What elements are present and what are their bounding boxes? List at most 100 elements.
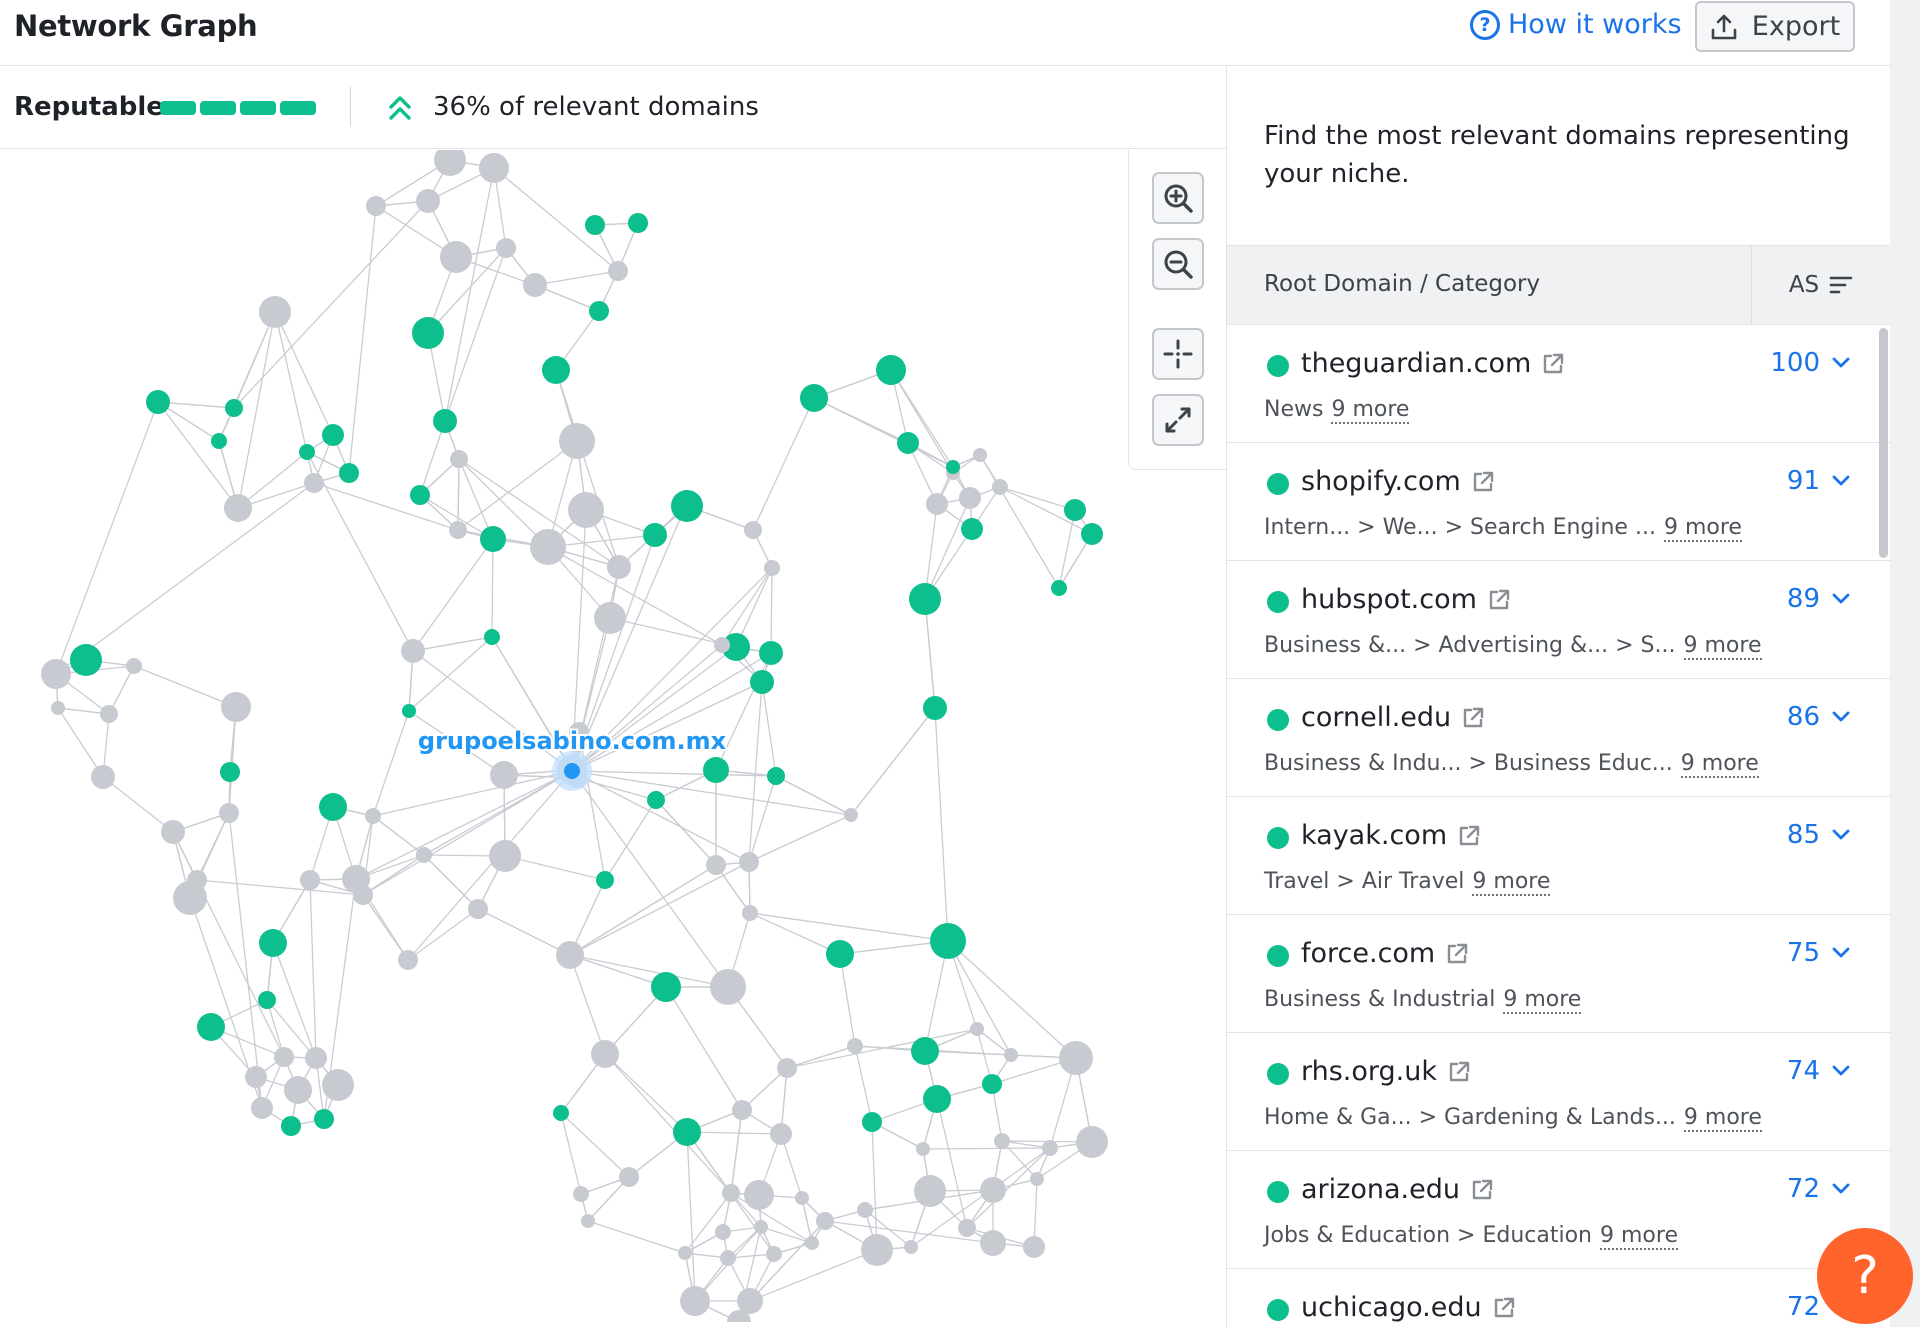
domain-node[interactable] <box>245 1066 267 1088</box>
domain-node[interactable] <box>766 1246 782 1262</box>
domain-node[interactable] <box>51 701 65 715</box>
relevant-domain-node[interactable] <box>703 757 729 783</box>
domain-node[interactable] <box>992 479 1008 495</box>
domain-node[interactable] <box>861 1234 893 1266</box>
chevron-down-icon[interactable] <box>1832 947 1850 959</box>
external-link-icon[interactable] <box>1447 1060 1471 1084</box>
relevant-domain-node[interactable] <box>585 215 605 235</box>
domain-node[interactable] <box>1076 1126 1108 1158</box>
domain-node[interactable] <box>434 150 466 176</box>
domain-node[interactable] <box>450 450 468 468</box>
domain-node[interactable] <box>489 840 521 872</box>
relevant-domain-node[interactable] <box>923 696 947 720</box>
domain-node[interactable] <box>926 493 948 515</box>
domain-node[interactable] <box>744 1180 774 1210</box>
domain-node[interactable] <box>680 1286 710 1316</box>
domain-node[interactable] <box>737 1288 763 1314</box>
domain-node[interactable] <box>251 1097 273 1119</box>
relevant-domain-node[interactable] <box>70 644 102 676</box>
relevant-domain-node[interactable] <box>767 767 785 785</box>
domain-node[interactable] <box>304 473 324 493</box>
relevant-domain-node[interactable] <box>1051 580 1067 596</box>
relevant-domain-node[interactable] <box>750 670 774 694</box>
center-domain-node[interactable] <box>564 763 580 779</box>
domain-node[interactable] <box>777 1058 797 1078</box>
domain-node[interactable] <box>219 803 239 823</box>
domain-node[interactable] <box>173 881 207 915</box>
relevant-domain-node[interactable] <box>876 355 906 385</box>
relevant-domain-node[interactable] <box>946 460 960 474</box>
domain-node[interactable] <box>619 1167 639 1187</box>
domain-node[interactable] <box>401 639 425 663</box>
relevant-domain-node[interactable] <box>225 399 243 417</box>
domain-node[interactable] <box>581 1214 595 1228</box>
relevant-domain-node[interactable] <box>1064 499 1086 521</box>
domain-node[interactable] <box>468 899 488 919</box>
domain-node[interactable] <box>904 1240 918 1254</box>
domain-link[interactable]: cornell.edu <box>1301 702 1485 733</box>
as-score[interactable]: 86 <box>1787 702 1850 732</box>
relevant-domain-node[interactable] <box>643 523 667 547</box>
external-link-icon[interactable] <box>1487 588 1511 612</box>
domain-node[interactable] <box>523 273 547 297</box>
network-graph[interactable]: grupoelsabino.com.mx <box>0 150 1226 1322</box>
domain-node[interactable] <box>994 1133 1010 1149</box>
domain-node[interactable] <box>305 1047 327 1069</box>
external-link-icon[interactable] <box>1541 352 1565 376</box>
relevant-domain-node[interactable] <box>402 704 416 718</box>
domain-node[interactable] <box>322 1069 354 1101</box>
domain-node[interactable] <box>416 189 440 213</box>
relevant-domain-node[interactable] <box>433 409 457 433</box>
relevant-domain-node[interactable] <box>542 356 570 384</box>
relevant-domain-node[interactable] <box>553 1105 569 1121</box>
as-score[interactable]: 91 <box>1787 466 1850 496</box>
domain-link[interactable]: shopify.com <box>1301 466 1495 497</box>
domain-node[interactable] <box>479 153 509 183</box>
domain-link[interactable]: kayak.com <box>1301 820 1481 851</box>
chevron-down-icon[interactable] <box>1832 1183 1850 1195</box>
domain-node[interactable] <box>573 1186 589 1202</box>
domain-node[interactable] <box>764 560 780 576</box>
relevant-domain-node[interactable] <box>259 929 287 957</box>
domain-node[interactable] <box>980 1177 1006 1203</box>
external-link-icon[interactable] <box>1470 1178 1494 1202</box>
relevant-domain-node[interactable] <box>647 791 665 809</box>
domain-node[interactable] <box>739 852 759 872</box>
domain-node[interactable] <box>678 1246 692 1260</box>
domain-node[interactable] <box>608 261 628 281</box>
domain-node[interactable] <box>795 1191 809 1205</box>
as-score[interactable]: 75 <box>1787 938 1850 968</box>
more-categories-link[interactable]: 9 more <box>1680 751 1759 778</box>
relevant-domain-node[interactable] <box>722 633 750 661</box>
domain-node[interactable] <box>398 950 418 970</box>
chevron-down-icon[interactable] <box>1832 475 1850 487</box>
relevant-domain-node[interactable] <box>651 972 681 1002</box>
more-categories-link[interactable]: 9 more <box>1331 397 1410 424</box>
domain-node[interactable] <box>914 1175 946 1207</box>
domain-node[interactable] <box>259 296 291 328</box>
zoom-out-button[interactable] <box>1152 238 1204 290</box>
network-graph-canvas[interactable]: grupoelsabino.com.mx <box>0 150 1226 1322</box>
center-graph-button[interactable] <box>1152 328 1204 380</box>
domain-node[interactable] <box>1030 1172 1044 1186</box>
fullscreen-button[interactable] <box>1152 394 1204 446</box>
domain-node[interactable] <box>732 1100 752 1120</box>
domain-node[interactable] <box>126 658 142 674</box>
more-categories-link[interactable]: 9 more <box>1663 515 1742 542</box>
domain-node[interactable] <box>742 905 758 921</box>
domain-link[interactable]: rhs.org.uk <box>1301 1056 1471 1087</box>
relevant-domain-node[interactable] <box>897 432 919 454</box>
more-categories-link[interactable]: 9 more <box>1600 1223 1678 1250</box>
domain-node[interactable] <box>530 529 566 565</box>
domain-node[interactable] <box>607 555 631 579</box>
relevant-domain-node[interactable] <box>299 444 315 460</box>
domain-node[interactable] <box>556 941 584 969</box>
domain-node[interactable] <box>959 487 981 509</box>
